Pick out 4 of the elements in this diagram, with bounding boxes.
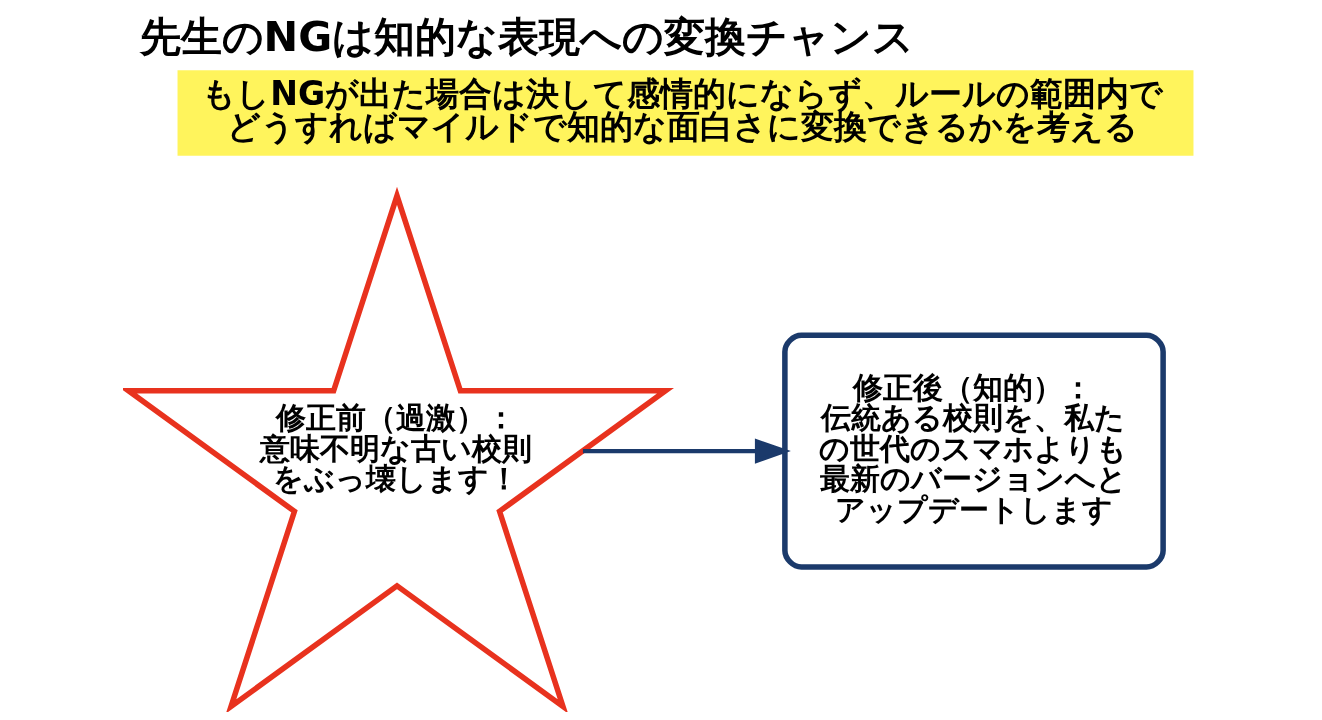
label: もしNGが出た場合は決して感情的にならず、ルールの範囲内でどうすればマイルドで知的な面白さに変換できるかを考える xyxy=(202,73,1164,147)
node-box: 修正後（知的）： 伝統ある校則を、私たの世代のスマホよりも最新のバージョンへとアップデートします xyxy=(782,332,1166,570)
diagram-title: 先生のNGは知的な表現への変換チャンス xyxy=(139,12,915,61)
arrow xyxy=(582,438,791,464)
